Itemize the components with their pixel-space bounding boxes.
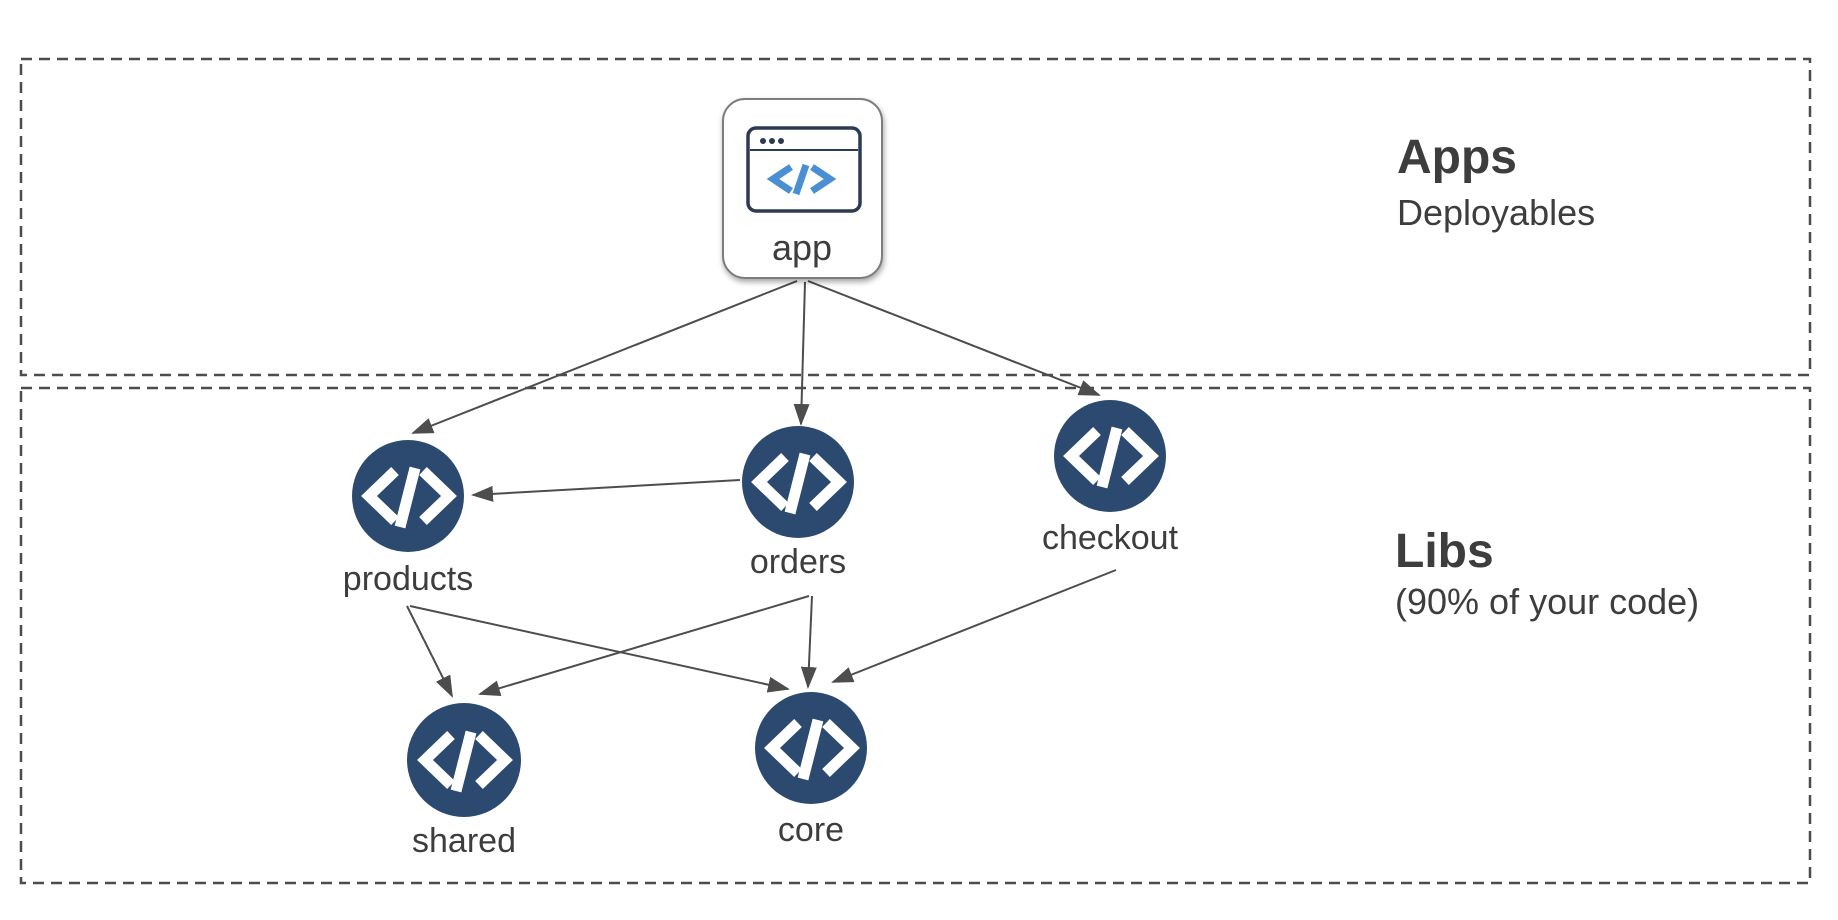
node-orders-label: orders [750, 543, 846, 581]
edge-orders-shared [478, 595, 810, 696]
edge-app-checkout [807, 280, 1101, 396]
node-core-label: core [778, 811, 844, 849]
node-shared: shared [407, 703, 521, 860]
edge-orders-products [471, 479, 741, 502]
node-checkout-label: checkout [1042, 519, 1179, 557]
edge-checkout-core [831, 569, 1117, 683]
apps-section-box [19, 57, 1812, 377]
node-orders: orders [742, 426, 854, 581]
node-checkout: checkout [1042, 400, 1179, 557]
apps-section-subtitle: Deployables [1397, 192, 1595, 233]
edge-orders-core [800, 595, 817, 689]
libs-section-subtitle: (90% of your code) [1395, 581, 1699, 622]
libs-section-box [19, 386, 1812, 885]
apps-section-title: Apps [1397, 131, 1517, 184]
node-products: products [343, 440, 473, 598]
edge-products-shared [406, 605, 453, 698]
edge-app-orders [793, 281, 810, 426]
edge-products-core [409, 605, 790, 693]
node-shared-label: shared [412, 822, 516, 860]
node-core: core [755, 692, 867, 849]
node-app: app [722, 98, 883, 279]
libs-section-label: Libs (90% of your code) [1395, 525, 1699, 622]
edge-app-products [411, 280, 798, 434]
node-products-label: products [343, 560, 473, 598]
dependency-edges [406, 280, 1117, 698]
libs-section-title: Libs [1395, 525, 1494, 578]
apps-section-label: Apps Deployables [1397, 131, 1595, 233]
browser-code-icon [746, 126, 862, 213]
node-app-label: app [772, 227, 832, 268]
